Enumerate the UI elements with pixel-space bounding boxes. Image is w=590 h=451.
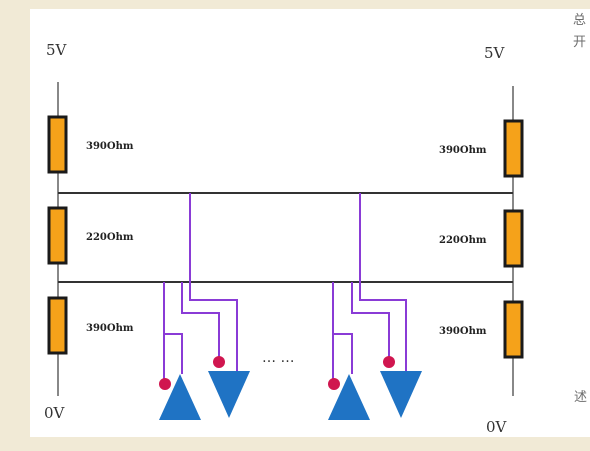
side-text-1: 总 (573, 13, 586, 28)
driver-triangle-up (328, 374, 370, 420)
label-0v-right: 0V (486, 418, 508, 436)
stub-2a (359, 193, 407, 372)
resistor-label-right-1: 390Ohm (439, 145, 487, 156)
resistor-right-2 (503, 209, 524, 268)
resistor-right-3 (503, 300, 524, 359)
label-5v-right: 5V (484, 44, 506, 62)
stub-1c (163, 282, 183, 374)
label-5v-left: 5V (46, 41, 68, 59)
stub-1a (189, 193, 238, 372)
bubble-dot (159, 378, 171, 390)
transceiver-group-2 (328, 193, 422, 420)
resistor-left-2 (47, 206, 68, 265)
resistor-label-right-3: 390Ohm (439, 326, 487, 337)
bubble-dot (383, 356, 395, 368)
stub-1b (181, 282, 220, 360)
figure-panel (30, 9, 590, 437)
resistor-left-3 (47, 296, 68, 355)
side-text-3: 述 (574, 390, 587, 405)
receiver-triangle-down (208, 371, 250, 418)
label-0v-left: 0V (44, 404, 66, 422)
driver-triangle-up (159, 374, 201, 420)
transceiver-group-1 (159, 193, 250, 420)
stub-2c (332, 282, 353, 374)
resistor-label-right-2: 220Ohm (439, 235, 487, 246)
resistor-label-left-2: 220Ohm (86, 232, 134, 243)
resistor-left-1 (47, 115, 68, 174)
resistor-right-1 (503, 119, 524, 178)
resistor-label-left-1: 390Ohm (86, 141, 134, 152)
ellipsis-label: … … (262, 350, 294, 366)
bubble-dot (213, 356, 225, 368)
bubble-dot (328, 378, 340, 390)
receiver-triangle-down (380, 371, 422, 418)
stub-2b (351, 282, 390, 360)
side-text-2: 开 (573, 35, 586, 50)
resistor-label-left-3: 390Ohm (86, 323, 134, 334)
